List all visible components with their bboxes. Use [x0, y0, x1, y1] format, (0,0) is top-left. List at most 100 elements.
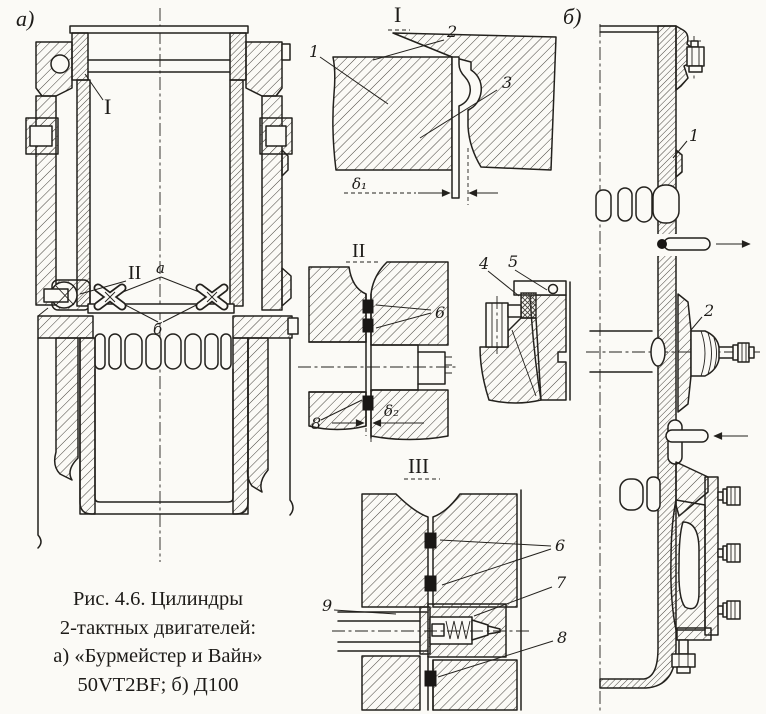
bottom-stud-nut	[671, 639, 696, 674]
bolt	[717, 486, 741, 506]
indicator-diamond	[93, 276, 229, 323]
detail-I-title: I	[394, 2, 401, 27]
seal-ring	[424, 532, 437, 549]
liner-bottom-rim	[87, 303, 235, 314]
callout-2: 2	[446, 22, 457, 41]
seal-ring	[362, 299, 374, 314]
callout-8: 8	[311, 414, 321, 433]
leader-5	[514, 269, 548, 291]
caption-line-2: 2-тактных двигателей:	[59, 616, 257, 639]
callout-1: 1	[689, 126, 699, 145]
leader-3	[419, 89, 498, 139]
top-stud-nut	[686, 36, 705, 80]
detail-III: III 6 7 8 9	[322, 454, 567, 711]
seal-ring	[424, 575, 437, 592]
leader-8	[320, 399, 363, 421]
callout-6: 6	[435, 303, 445, 322]
pin	[665, 429, 709, 443]
threaded-hole	[417, 351, 446, 385]
callout-6: 6	[555, 536, 565, 555]
gland-cap	[419, 606, 431, 655]
leader-2	[690, 316, 703, 331]
panel-a-label: а)	[16, 6, 34, 31]
caption-line-1: Рис. 4.6. Цилиндры	[73, 588, 243, 610]
leader-1	[672, 140, 688, 159]
mid-flange-right	[232, 315, 293, 339]
skirt-wall-left	[79, 337, 96, 515]
bolt	[717, 600, 741, 620]
callout-1: 1	[309, 42, 319, 61]
bolt-hole	[547, 283, 559, 295]
spring	[445, 620, 471, 640]
callout-4: 4	[478, 254, 489, 273]
leader-4	[487, 270, 520, 297]
cock-symbol-right	[195, 283, 229, 311]
liner-lip	[451, 56, 471, 199]
nozzle	[471, 619, 489, 641]
support-body	[479, 317, 542, 404]
flange-right	[245, 41, 283, 97]
detail-III-title: III	[408, 454, 429, 478]
liner-wall-left	[76, 79, 91, 307]
leader-6	[375, 304, 432, 329]
top-collar	[675, 25, 693, 91]
caption-line-3: а) «Бурмейстер и Вайн»	[53, 645, 263, 667]
block-upper-left	[308, 266, 367, 343]
pin	[663, 237, 711, 251]
skirt-wall-right	[232, 337, 249, 515]
callout-3: 3	[502, 73, 512, 92]
block-lower-right	[432, 659, 518, 711]
cock-symbol-left	[93, 283, 127, 311]
point-a: а	[156, 259, 165, 277]
leader-marker-I	[84, 73, 104, 101]
liner-block	[332, 56, 453, 171]
detail-II-title: II	[352, 240, 365, 262]
callout-9: 9	[322, 596, 332, 615]
collar-right	[229, 32, 247, 81]
water-channel	[589, 330, 653, 373]
bolt	[717, 543, 741, 563]
callout-7: 7	[556, 573, 567, 592]
gap-delta1: δ₁	[352, 175, 367, 193]
gap-delta2: δ₂	[384, 402, 399, 420]
marker-I: I	[104, 94, 111, 119]
leader-1	[319, 56, 389, 105]
collar-left	[71, 32, 89, 81]
figure-caption: Рис. 4.6. Цилиндры 2-тактных двигателей:…	[7, 585, 309, 699]
seat-ball	[50, 54, 70, 74]
detail-I: I δ₁ 1 2 3	[309, 2, 557, 205]
leader-8	[437, 640, 554, 678]
exhaust-box	[670, 461, 741, 674]
point-b: б	[153, 320, 163, 338]
jacket-break-left	[53, 337, 79, 481]
block-lower-right	[370, 389, 449, 441]
detail-mount: 4 5	[478, 252, 571, 404]
water-inlet	[665, 419, 748, 465]
liner-top-rim	[69, 25, 249, 34]
gland-bore	[429, 616, 473, 645]
oil-pipe	[338, 612, 428, 651]
caption-line-4: 50VT2BF; б) Д100	[77, 673, 239, 696]
seal-ring	[362, 318, 374, 333]
mid-flange-left	[37, 315, 94, 339]
boss-hole-left	[29, 125, 53, 147]
jacket-break-right	[246, 337, 269, 493]
panel-b-label: б)	[563, 4, 581, 29]
boss-hole-right	[265, 125, 287, 147]
block-lower-left	[361, 655, 421, 711]
leader-7	[473, 586, 553, 617]
leader-6	[439, 539, 552, 586]
callout-2: 2	[703, 301, 714, 320]
block-upper-left	[361, 493, 429, 608]
block-upper-right	[432, 493, 518, 608]
marker-II: II	[128, 262, 141, 284]
leader-2	[372, 39, 445, 61]
leader-marker-II	[79, 280, 127, 295]
callout-8: 8	[557, 628, 567, 647]
water-outlet	[656, 234, 751, 256]
seal-ring	[362, 395, 374, 411]
box-cavity	[678, 521, 700, 610]
view-b-cylinder-section: б) 1 2	[563, 4, 762, 712]
